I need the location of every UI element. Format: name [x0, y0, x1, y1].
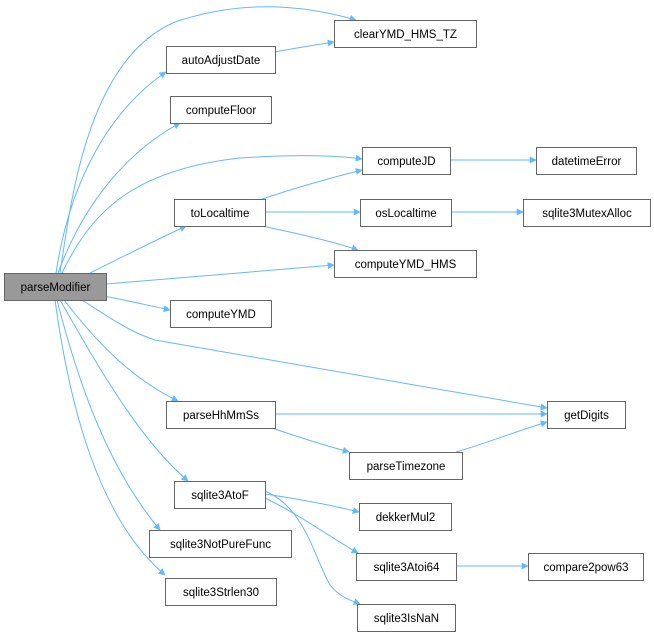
node-label: computeJD [377, 156, 435, 168]
node-label: toLocaltime [191, 208, 250, 220]
node-box [523, 199, 651, 227]
edge-autoAdjustDate-to-clearYMD_HMS_TZ [274, 39, 335, 53]
edge-parseModifier-to-computeYMD_HMS [105, 262, 335, 285]
node-label: osLocaltime [375, 208, 436, 220]
edge-parseModifier-to-sqlite3Strlen30 [54, 299, 166, 576]
edge-parseModifier-to-sqlite3AtoF [59, 299, 189, 482]
node-autoAdjustDate[interactable]: autoAdjustDate [166, 46, 276, 74]
node-parseModifier[interactable]: parseModifier [4, 273, 107, 301]
node-computeFloor[interactable]: computeFloor [170, 96, 272, 124]
node-sqlite3MutexAlloc[interactable]: sqlite3MutexAlloc [523, 199, 651, 227]
node-box [165, 578, 277, 606]
nodes-layer: parseModifier clearYMD_HMS_TZ autoAdjustDa… [4, 20, 651, 632]
edge-parseModifier-to-toLocaltime [89, 225, 187, 274]
node-box [334, 250, 477, 278]
node-box [360, 199, 452, 227]
node-label: compare2pow63 [543, 562, 628, 574]
node-sqlite3AtoF[interactable]: sqlite3AtoF [174, 481, 266, 509]
edge-parseModifier-to-sqlite3NotPureFunc [56, 299, 161, 531]
node-compare2pow63[interactable]: compare2pow63 [528, 553, 644, 581]
edge-parseModifier-to-getDigits [81, 299, 548, 411]
node-clearYMD_HMS_TZ[interactable]: clearYMD_HMS_TZ [334, 20, 477, 48]
edge-parseModifier-to-clearYMD_HMS_TZ [59, 6, 357, 274]
node-label: parseHhMmSs [183, 410, 259, 422]
node-label: sqlite3IsNaN [374, 613, 439, 625]
node-box [149, 530, 292, 558]
node-box [4, 273, 107, 301]
node-sqlite3Atoi64[interactable]: sqlite3Atoi64 [356, 553, 457, 581]
node-box [547, 401, 626, 429]
edge-parseModifier-to-computeJD [61, 154, 363, 274]
node-label: sqlite3AtoF [191, 490, 249, 502]
node-sqlite3Strlen30[interactable]: sqlite3Strlen30 [165, 578, 277, 606]
node-box [359, 503, 452, 531]
node-osLocaltime[interactable]: osLocaltime [360, 199, 452, 227]
edge-sqlite3AtoF-to-sqlite3IsNaN [261, 489, 361, 605]
node-label: computeYMD_HMS [355, 259, 457, 271]
node-box [536, 147, 637, 175]
node-box [356, 553, 457, 581]
node-label: sqlite3MutexAlloc [542, 208, 632, 220]
node-box [349, 452, 463, 480]
node-box [362, 147, 451, 175]
node-label: dekkerMul2 [376, 512, 435, 524]
node-box [528, 553, 644, 581]
edge-toLocaltime-to-computeJD [261, 168, 363, 200]
edge-parseTimezone-to-getDigits [455, 420, 548, 453]
node-datetimeError[interactable]: datetimeError [536, 147, 637, 175]
node-label: sqlite3Strlen30 [183, 587, 259, 599]
node-box [170, 300, 272, 328]
edge-parseModifier-to-computeYMD [103, 295, 171, 313]
node-parseTimezone[interactable]: parseTimezone [349, 452, 463, 480]
edge-parseModifier-to-parseHhMmSs [63, 299, 179, 402]
node-box [174, 481, 266, 509]
edges-layer [54, 6, 548, 605]
edge-parseModifier-to-autoAdjustDate [55, 71, 167, 274]
node-box [174, 199, 266, 227]
node-label: sqlite3NotPureFunc [170, 539, 271, 551]
node-dekkerMul2[interactable]: dekkerMul2 [359, 503, 452, 531]
node-label: parseModifier [21, 282, 91, 294]
node-toLocaltime[interactable]: toLocaltime [174, 199, 266, 227]
edge-parseModifier-to-computeFloor [57, 122, 181, 274]
node-computeYMD_HMS[interactable]: computeYMD_HMS [334, 250, 477, 278]
node-sqlite3IsNaN[interactable]: sqlite3IsNaN [357, 604, 456, 632]
edge-toLocaltime-to-computeYMD_HMS [261, 225, 359, 252]
node-parseHhMmSs[interactable]: parseHhMmSs [166, 401, 276, 429]
node-box [357, 604, 456, 632]
node-computeJD[interactable]: computeJD [362, 147, 451, 175]
node-label: sqlite3Atoi64 [374, 562, 440, 574]
node-sqlite3NotPureFunc[interactable]: sqlite3NotPureFunc [149, 530, 292, 558]
node-getDigits[interactable]: getDigits [547, 401, 626, 429]
node-label: autoAdjustDate [182, 55, 261, 67]
node-label: getDigits [564, 410, 609, 422]
node-label: clearYMD_HMS_TZ [354, 29, 457, 41]
node-box [166, 401, 276, 429]
node-label: computeYMD [186, 309, 256, 321]
edge-sqlite3AtoF-to-sqlite3Atoi64 [264, 497, 359, 554]
node-label: datetimeError [552, 156, 622, 168]
node-label: computeFloor [186, 105, 256, 117]
node-computeYMD[interactable]: computeYMD [170, 300, 272, 328]
node-box [166, 46, 276, 74]
edge-parseHhMmSs-to-parseTimezone [271, 427, 350, 454]
edge-sqlite3AtoF-to-dekkerMul2 [264, 493, 360, 514]
node-box [170, 96, 272, 124]
node-label: parseTimezone [367, 461, 446, 473]
node-box [334, 20, 477, 48]
